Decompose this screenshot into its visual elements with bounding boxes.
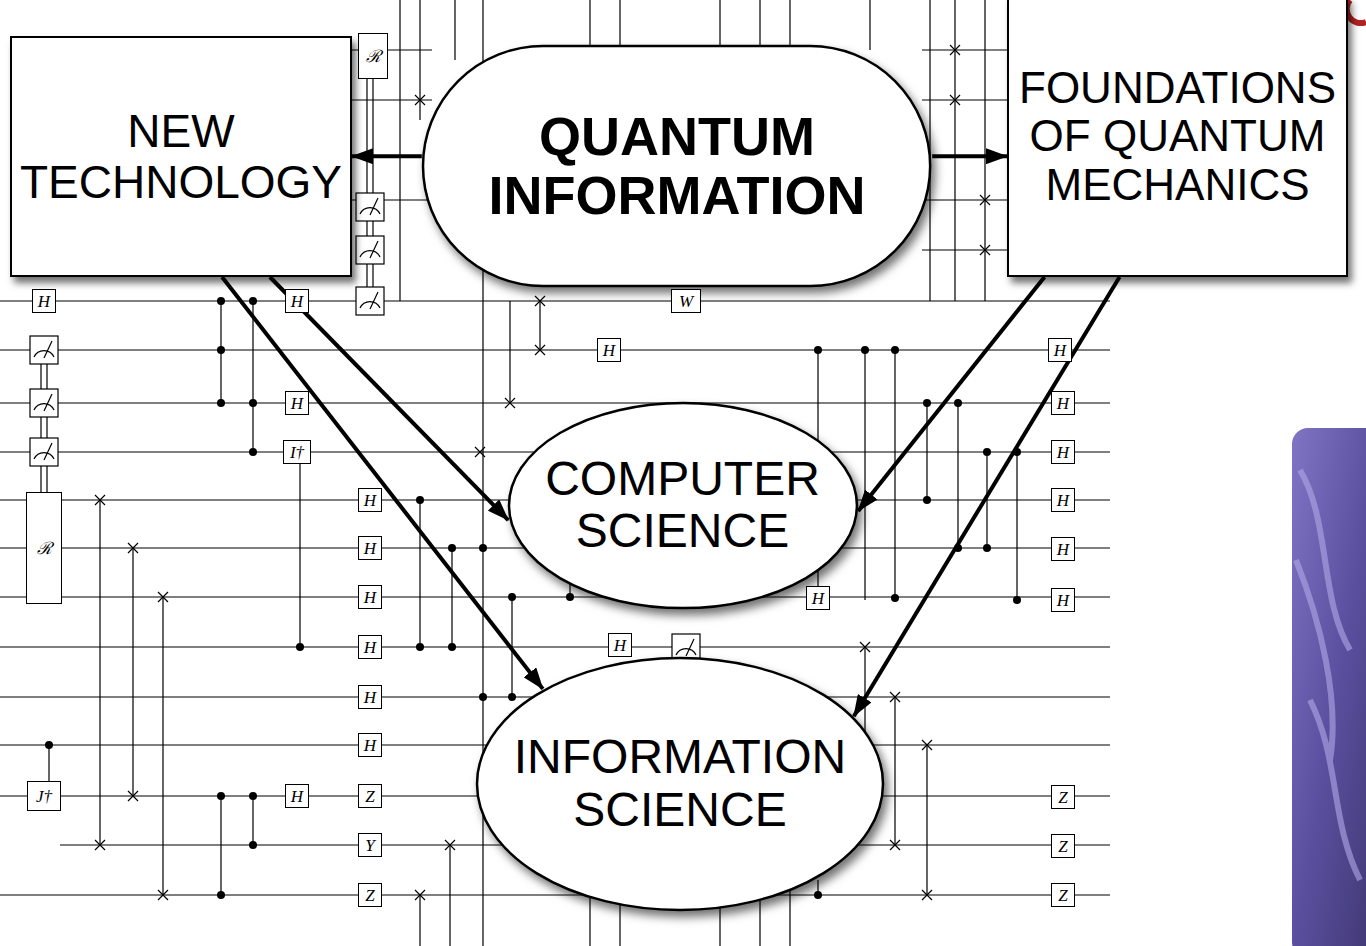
gate-label: Z [358,784,382,808]
gate-label: H [285,784,309,808]
node-text: INFORMATION SCIENCE [505,731,855,837]
gate-label: Z [1051,883,1075,907]
gate-label: Z [1051,834,1075,858]
node-text: NEW TECHNOLOGY [15,106,347,207]
gate-label: H [1051,391,1075,415]
gate-label: Z [358,883,382,907]
gate-label: H [597,338,621,362]
gate-label: H [1051,537,1075,561]
gate-label: H [608,633,632,657]
gate-label: H [358,733,382,757]
gate-label: H [358,488,382,512]
arrow-connector [932,154,1007,158]
gate-label: H [32,289,56,313]
gate-label: J† [27,781,61,811]
shape-outline [477,658,883,910]
gate-label: H [285,391,309,415]
gate-label: H [1051,440,1075,464]
field-ellipse: COMPUTER SCIENCE [507,401,859,610]
arrow-connector [222,277,543,689]
gate-label: Y [358,833,382,857]
technology-box: NEW TECHNOLOGY [10,36,352,277]
gate-label: H [806,586,830,610]
gate-label: H [1051,488,1075,512]
gate-label: H [358,685,382,709]
shape-outline [509,403,857,608]
foundations-box: FOUNDATIONS OF QUANTUM MECHANICS [1007,0,1348,277]
node-text: QUANTUM INFORMATION [467,107,887,226]
gate-label: H [358,635,382,659]
photo-fragment [1292,428,1366,946]
gate-label: H [358,585,382,609]
gate-label: H [1051,588,1075,612]
gate-label: ℛ [26,492,62,604]
central-pill: QUANTUM INFORMATION [421,44,932,288]
gate-label: W [671,289,701,313]
gate-label: ℛ [358,33,388,79]
circuit-wires [0,0,1110,946]
gate-label: Z [1051,785,1075,809]
shape-outline [423,46,930,286]
node-text: COMPUTER SCIENCE [532,453,832,559]
arrow-connector [270,277,508,520]
gate-label: H [358,536,382,560]
gate-label: H [285,289,309,313]
arrow-connector [352,154,422,158]
gate-label: H [1048,338,1072,362]
node-text: FOUNDATIONS OF QUANTUM MECHANICS [1011,64,1344,209]
arrow-connector [858,277,1044,511]
field-ellipse: INFORMATION SCIENCE [475,656,885,912]
gate-label: I† [283,440,311,464]
arrow-connector [854,277,1120,716]
